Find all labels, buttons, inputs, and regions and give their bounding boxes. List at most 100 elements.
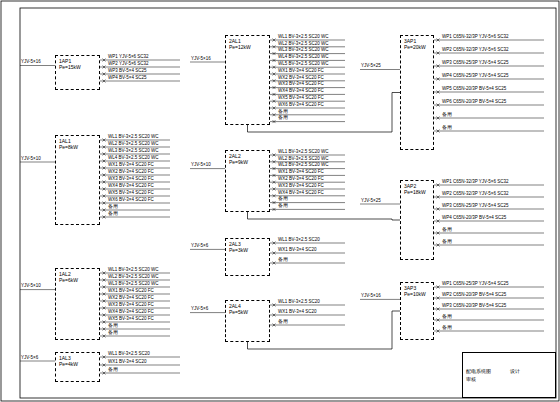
circuit-wire: [20, 289, 55, 290]
circuit-wire: [434, 131, 544, 132]
circuit-wire: [270, 53, 345, 54]
breaker-symbol: [437, 39, 440, 42]
breaker-symbol: [273, 188, 276, 191]
breaker-symbol: [103, 160, 106, 163]
breaker-symbol: [437, 117, 440, 120]
circuit-wire: [100, 322, 170, 323]
circuit-label: WP3 C65N-25/3P YJV-5×4 SC25: [442, 61, 509, 66]
breaker-symbol: [273, 45, 276, 48]
distribution-panel: 2AL4Pe=5kW: [225, 300, 270, 342]
circuit-label: WP1 YJV-5×6 SC32: [108, 55, 149, 60]
breaker-symbol: [103, 314, 106, 317]
circuit-wire: [270, 263, 345, 264]
circuit-wire: [270, 305, 345, 306]
breaker-symbol: [103, 59, 106, 62]
breaker-symbol: [437, 220, 440, 223]
circuit-label: WX1 BV-3×4 SC20: [278, 248, 316, 253]
circuit-label: WP4 C65N-20/3P BV-5×4 SC25: [442, 216, 506, 221]
distribution-panel: 3AP3Pe=10kW: [400, 282, 434, 340]
circuit-label: 备用: [278, 204, 288, 209]
panel-name: 2AL1: [229, 38, 266, 44]
circuit-wire: [100, 308, 170, 309]
circuit-wire: [20, 65, 55, 66]
circuit-wire: [360, 299, 400, 300]
breaker-symbol: [273, 181, 276, 184]
breaker-symbol: [103, 335, 106, 338]
circuit-wire: [434, 185, 544, 186]
circuit-label: WX1 BV-3×4 SC20 FC: [278, 170, 324, 175]
circuit-label: 备用: [278, 116, 288, 121]
circuit-wire: [100, 315, 170, 316]
circuit-label: WX5 BV-3×4 SC20 FC: [108, 191, 154, 196]
incoming-cable: YJV-5×16: [21, 60, 41, 65]
circuit-wire: [434, 331, 544, 332]
breaker-symbol: [273, 59, 276, 62]
circuit-label: WL2 BV-3×2.5 SC20 WC: [278, 157, 328, 162]
circuit-wire: [190, 249, 225, 250]
breaker-symbol: [273, 252, 276, 255]
circuit-label: WL4 BV-3×2.5 SC20 WC: [108, 156, 158, 161]
circuit-label: 备用: [108, 331, 118, 336]
circuit-label: WX3 BV-3×4 SC20 FC: [278, 82, 324, 87]
circuit-wire: [100, 182, 170, 183]
circuit-label: 备用: [108, 368, 118, 373]
distribution-panel: 1AL3Pe=4kW: [55, 352, 100, 382]
circuit-label: WX2 BV-3×4 SC20 FC: [278, 76, 324, 81]
circuit-wire: [360, 204, 400, 205]
breaker-symbol: [103, 300, 106, 303]
breaker-symbol: [437, 196, 440, 199]
circuit-wire: [100, 67, 180, 68]
breaker-symbol: [437, 232, 440, 235]
circuit-label: WP2 YJV-5×6 SC32: [108, 62, 149, 67]
panel-note: Pe=10kW: [404, 291, 430, 297]
breaker-symbol: [103, 272, 106, 275]
circuit-label: WP3 BV-5×4 SC25: [108, 69, 146, 74]
circuit-label: WP5 C65N-20/3P BV-5×4 SC25: [442, 87, 506, 92]
circuit-label: 备用: [278, 197, 288, 202]
circuit-wire: [270, 243, 345, 244]
breaker-symbol: [437, 244, 440, 247]
circuit-label: 备用: [442, 315, 452, 320]
circuit-label: WL1 BV-3×2.5 SC20 WC: [278, 35, 328, 40]
feeder-cable: [248, 212, 401, 220]
circuit-label: WP3 C65N-20/3P BV-5×4 SC25: [442, 304, 506, 309]
circuit-label: WP1 C65N-32/3P YJV-5×6 SC32: [442, 35, 509, 40]
breaker-symbol: [103, 139, 106, 142]
panel-name: 3AP1: [404, 38, 430, 44]
incoming-cable: YJV-5×6: [191, 244, 208, 249]
circuit-wire: [434, 209, 544, 210]
circuit-wire: [270, 253, 345, 254]
panel-name: 2AL3: [229, 241, 266, 247]
circuit-wire: [270, 80, 345, 81]
circuit-wire: [100, 273, 170, 274]
breaker-symbol: [437, 319, 440, 322]
distribution-panel: 3AP1Pe=20kW: [400, 35, 434, 150]
circuit-label: WP1 C65N-25/3P YJV-5×4 SC25: [442, 282, 509, 287]
circuit-wire: [270, 87, 345, 88]
breaker-symbol: [103, 195, 106, 198]
circuit-label: WL2 BV-3×2.5 SC20 WC: [108, 275, 158, 280]
breaker-symbol: [437, 297, 440, 300]
circuit-wire: [434, 53, 544, 54]
circuit-wire: [270, 40, 345, 41]
circuit-label: WL1 BV-3×2.5 SC20: [278, 300, 320, 305]
breaker-symbol: [273, 314, 276, 317]
breaker-symbol: [103, 167, 106, 170]
circuit-wire: [100, 203, 170, 204]
distribution-panel: 2AL2Pe=9kW: [225, 150, 270, 212]
circuit-wire: [270, 161, 345, 162]
breaker-symbol: [273, 113, 276, 116]
breaker-symbol: [273, 79, 276, 82]
breaker-symbol: [273, 66, 276, 69]
circuit-label: WX4 BV-3×4 SC20 FC: [278, 191, 324, 196]
circuit-wire: [270, 175, 345, 176]
distribution-panel: 3AP2Pe=18kW: [400, 180, 434, 260]
panel-name: 2AL2: [229, 153, 266, 159]
incoming-cable: YJV-5×16: [361, 294, 381, 299]
panel-note: Pe=9kW: [229, 159, 266, 165]
breaker-symbol: [273, 324, 276, 327]
circuit-label: WL3 BV-3×2.5 SC20 WC: [278, 48, 328, 53]
circuit-label: WL5 BV-3×2.5 SC20 WC: [278, 62, 328, 67]
panel-name: 1AP1: [59, 58, 96, 64]
circuit-label: WX1 BV-3×4 SC20: [278, 310, 316, 315]
